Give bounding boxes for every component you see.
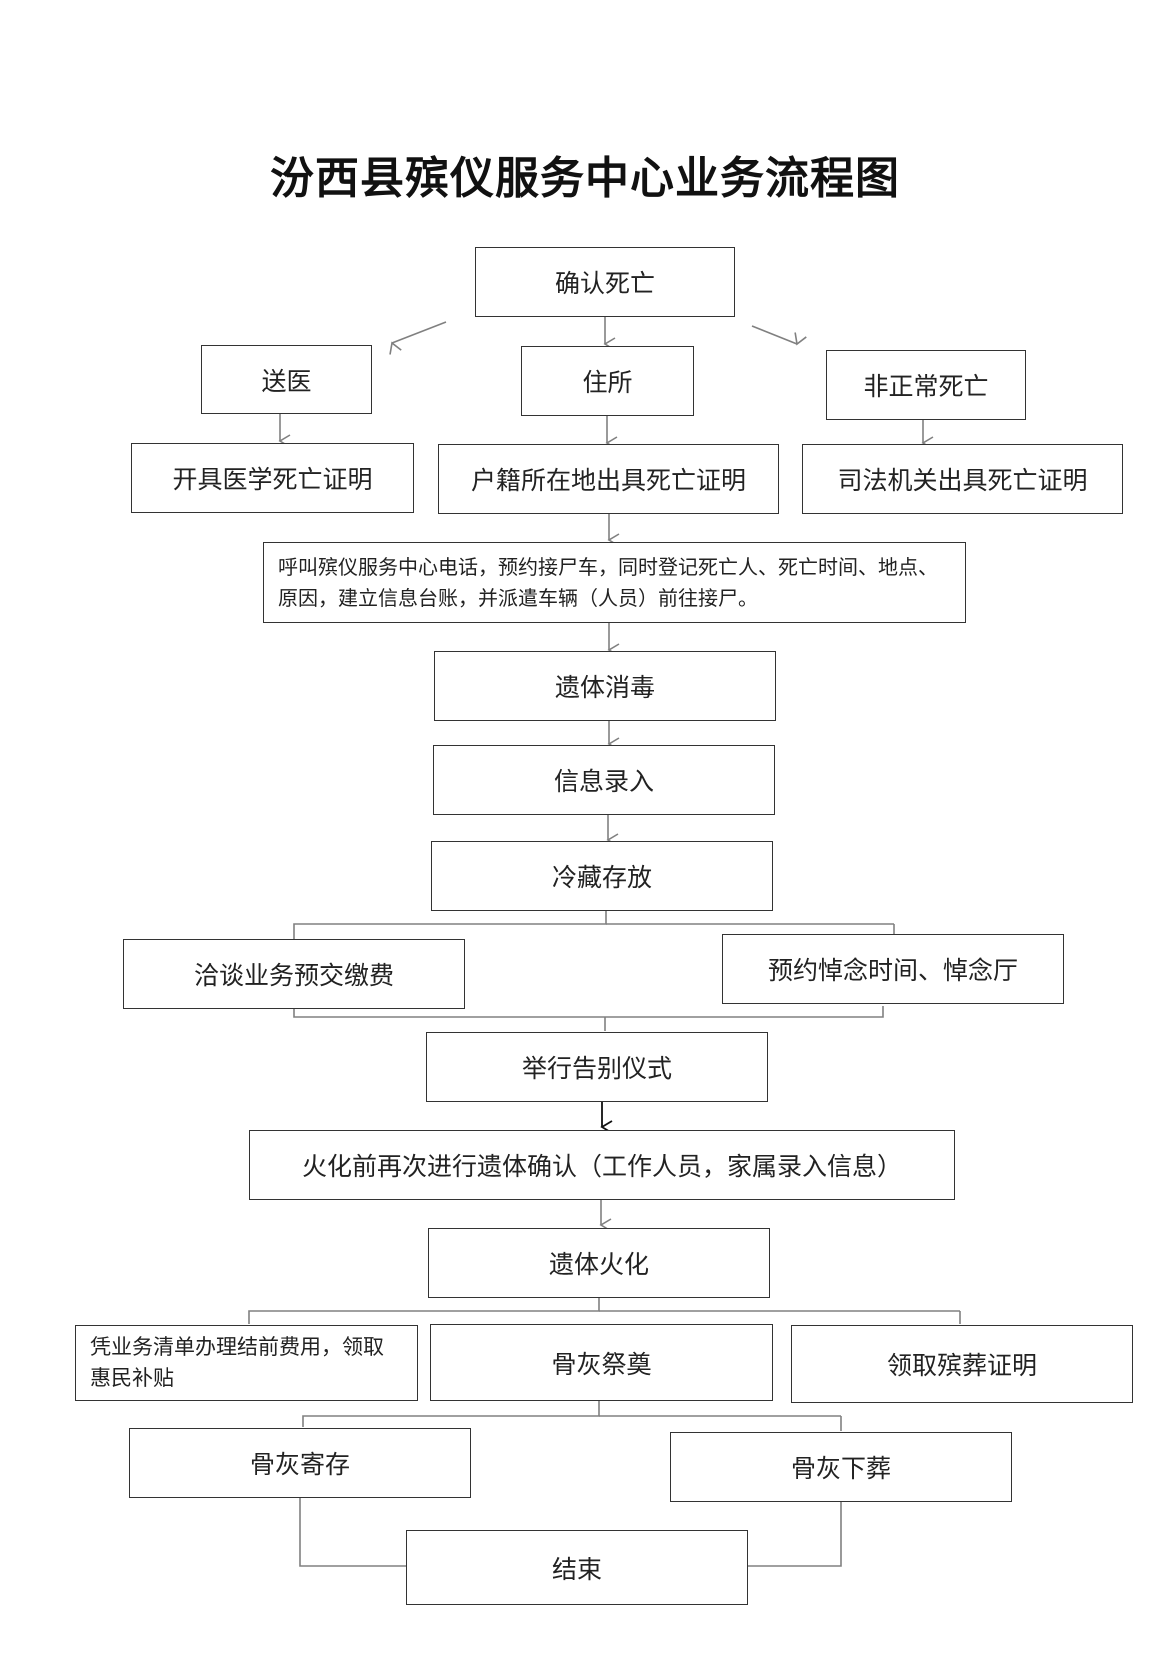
node-label: 举行告别仪式 (521, 1054, 672, 1083)
merge-to-farewell (293, 1006, 884, 1018)
node-label: 信息录入 (553, 767, 654, 796)
node-ash-storage: 骨灰寄存 (129, 1428, 471, 1498)
node-info-entry: 信息录入 (433, 745, 775, 815)
node-label: 司法机关出具死亡证明 (837, 466, 1088, 495)
node-label: 领取殡葬证明 (886, 1351, 1037, 1380)
node-label: 呼叫殡仪服务中心电话，预约接尸车，同时登记死亡人、死亡时间、地点、原因，建立信息… (278, 554, 938, 610)
branch-ash-memorial (302, 1399, 600, 1427)
node-label: 骨灰寄存 (249, 1450, 350, 1479)
node-reconfirm: 火化前再次进行遗体确认（工作人员，家属录入信息） (249, 1130, 955, 1200)
node-label: 遗体消毒 (554, 673, 655, 702)
node-settle-fees: 凭业务清单办理结前费用，领取惠民补贴 (75, 1325, 418, 1401)
node-label: 遗体火化 (548, 1250, 649, 1279)
node-end: 结束 (406, 1530, 748, 1605)
node-residence: 住所 (521, 346, 694, 416)
node-label: 确认死亡 (554, 269, 655, 298)
node-ash-memorial: 骨灰祭奠 (430, 1324, 773, 1401)
node-call-center: 呼叫殡仪服务中心电话，预约接尸车，同时登记死亡人、死亡时间、地点、原因，建立信息… (263, 542, 966, 623)
merge-to-end (299, 1497, 406, 1567)
node-cremation: 遗体火化 (428, 1228, 770, 1298)
page-title: 汾西县殡仪服务中心业务流程图 (270, 153, 900, 204)
node-label: 火化前再次进行遗体确认（工作人员，家属录入信息） (301, 1152, 902, 1181)
node-hospital: 送医 (201, 345, 372, 414)
branch-cremation (248, 1297, 600, 1324)
node-judicial-certificate: 司法机关出具死亡证明 (802, 444, 1123, 514)
node-book-memorial: 预约悼念时间、悼念厅 (722, 934, 1064, 1004)
node-label: 结束 (551, 1554, 602, 1584)
branch-storage (293, 910, 607, 940)
node-household-certificate: 户籍所在地出具死亡证明 (438, 444, 779, 514)
node-cold-storage: 冷藏存放 (431, 841, 773, 911)
node-ash-burial: 骨灰下葬 (670, 1432, 1012, 1502)
node-label: 骨灰祭奠 (551, 1349, 652, 1379)
node-label: 开具医学死亡证明 (172, 465, 373, 494)
node-abnormal-death: 非正常死亡 (826, 350, 1026, 420)
node-confirm-death: 确认死亡 (475, 247, 735, 317)
node-label: 骨灰下葬 (790, 1454, 891, 1483)
node-medical-certificate: 开具医学死亡证明 (131, 443, 414, 513)
node-label: 洽谈业务预交缴费 (193, 961, 394, 990)
node-disinfection: 遗体消毒 (434, 651, 776, 721)
node-label: 凭业务清单办理结前费用，领取惠民补贴 (90, 1335, 384, 1390)
arrow-confirm-to-hospital (389, 321, 447, 355)
node-farewell: 举行告别仪式 (426, 1032, 768, 1102)
node-label: 送医 (261, 366, 312, 396)
node-label: 冷藏存放 (551, 863, 652, 892)
node-label: 预约悼念时间、悼念厅 (767, 956, 1018, 985)
node-label: 非正常死亡 (863, 372, 989, 401)
node-label: 户籍所在地出具死亡证明 (470, 466, 746, 495)
arrow-confirm-to-abnormal (751, 325, 807, 346)
node-negotiate-prepay: 洽谈业务预交缴费 (123, 939, 465, 1009)
node-funeral-certificate: 领取殡葬证明 (791, 1325, 1133, 1403)
node-label: 住所 (582, 368, 633, 397)
